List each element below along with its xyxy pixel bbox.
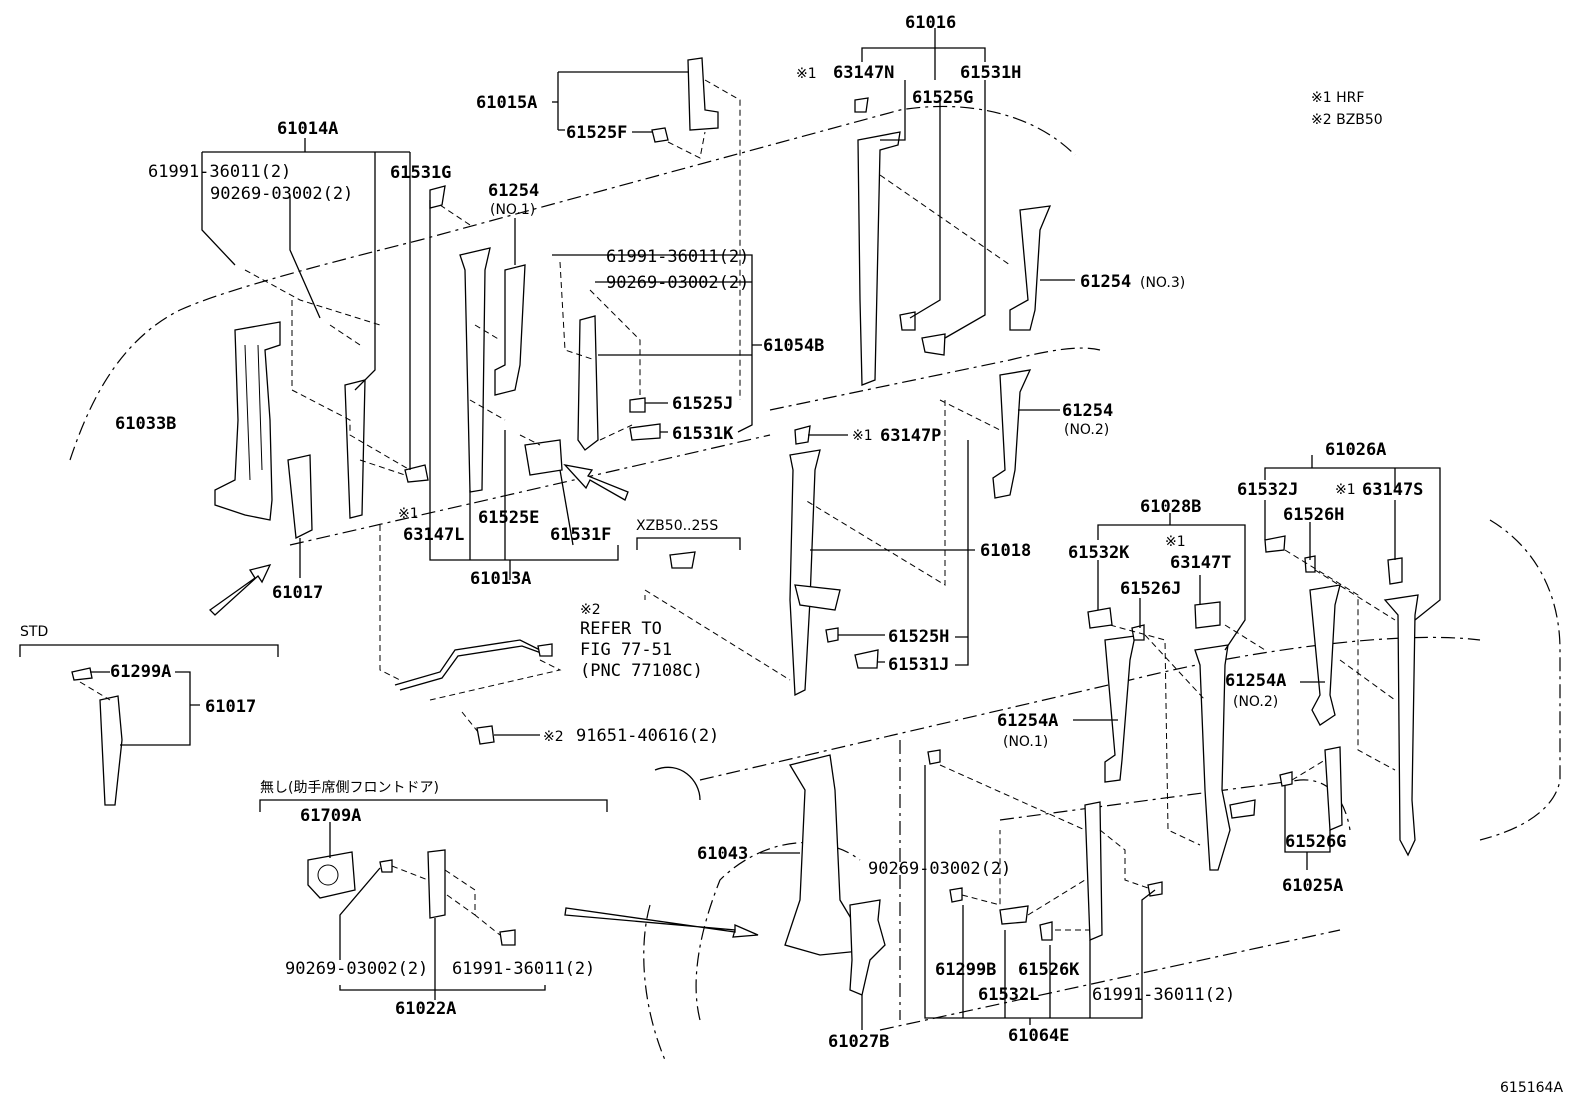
label-61026a: 61026A	[1325, 440, 1386, 460]
label-61025a: 61025A	[1282, 876, 1343, 896]
label-61531g: 61531G	[390, 163, 451, 183]
part-shapes	[71, 57, 1419, 996]
label-61022a: 61022A	[395, 999, 456, 1019]
label-90269-b: 90269-03002(2)	[606, 273, 749, 293]
label-61526k: 61526K	[1018, 960, 1080, 980]
label-63147s-mark: ※1	[1335, 482, 1356, 498]
label-61525f: 61525F	[566, 123, 627, 143]
label-90269-d: 90269-03002(2)	[285, 959, 428, 979]
label-refer-3: (PNC 77108C)	[580, 661, 703, 681]
label-61531f: 61531F	[550, 525, 611, 545]
label-63147t-mark: ※1	[1165, 534, 1186, 550]
label-63147l: 63147L	[403, 525, 464, 545]
label-61991-e: 61991-36011(2)	[1092, 985, 1235, 1005]
label-61525e: 61525E	[478, 508, 539, 528]
group-xzb: XZB50..25S	[636, 518, 718, 534]
label-61709a: 61709A	[300, 806, 361, 826]
label-61991-a: 61991-36011(2)	[148, 162, 291, 182]
label-90269-a: 90269-03002(2)	[210, 184, 353, 204]
label-61254a-no1: 61254A	[997, 711, 1058, 731]
label-61028b: 61028B	[1140, 497, 1201, 517]
label-61531k: 61531K	[672, 424, 734, 444]
label-61018: 61018	[980, 541, 1031, 561]
label-61526j: 61526J	[1120, 579, 1181, 599]
label-61531h: 61531H	[960, 63, 1021, 83]
label-refer-mark: ※2	[580, 602, 601, 618]
label-63147p: 63147P	[880, 426, 941, 446]
label-63147t: 63147T	[1170, 553, 1231, 573]
label-61254a-no1-sub: (NO.1)	[1003, 734, 1048, 750]
label-61526g: 61526G	[1285, 832, 1346, 852]
leader-lines	[19, 28, 1441, 1030]
label-61254a-no2-sub: (NO.2)	[1233, 694, 1278, 710]
label-63147s: 63147S	[1362, 480, 1423, 500]
label-61015a: 61015A	[476, 93, 537, 113]
label-61254-no2: 61254	[1062, 401, 1113, 421]
label-61043: 61043	[697, 844, 748, 864]
label-91651-mark: ※2	[543, 729, 564, 745]
label-61027b: 61027B	[828, 1032, 889, 1052]
label-61525g: 61525G	[912, 88, 973, 108]
label-61532j: 61532J	[1237, 480, 1298, 500]
group-std: STD	[20, 624, 48, 640]
label-61991-b: 61991-36011(2)	[606, 247, 749, 267]
label-refer-1: REFER TO	[580, 619, 662, 639]
label-61525j: 61525J	[672, 394, 733, 414]
figure-id: 615164A	[1500, 1080, 1563, 1096]
label-61532l: 61532L	[978, 985, 1039, 1005]
label-61526h: 61526H	[1283, 505, 1344, 525]
label-61033b: 61033B	[115, 414, 176, 434]
label-refer-2: FIG 77-51	[580, 640, 672, 660]
label-61254-no2-sub: (NO.2)	[1064, 422, 1109, 438]
label-61254-no1: 61254	[488, 181, 539, 201]
legend-note-2: ※2 BZB50	[1311, 112, 1383, 128]
label-61254-no3: 61254	[1080, 272, 1131, 292]
label-91651: 91651-40616(2)	[576, 726, 719, 746]
group-nashi: 無し(助手席側フロントドア)	[260, 780, 439, 796]
label-61054b: 61054B	[763, 336, 824, 356]
direction-arrows	[208, 464, 759, 938]
label-61013a: 61013A	[470, 569, 531, 589]
label-61017: 61017	[272, 583, 323, 603]
label-61532k: 61532K	[1068, 543, 1130, 563]
label-61064e: 61064E	[1008, 1026, 1069, 1046]
label-63147n: 63147N	[833, 63, 894, 83]
label-61254-no1-sub: (NO.1)	[490, 202, 535, 218]
label-61299b: 61299B	[935, 960, 996, 980]
label-61014a: 61014A	[277, 119, 338, 139]
label-61299a: 61299A	[110, 662, 171, 682]
legend-note-1: ※1 HRF	[1311, 90, 1364, 106]
label-61017-std: 61017	[205, 697, 256, 717]
label-61525h: 61525H	[888, 627, 949, 647]
label-61016: 61016	[905, 13, 956, 33]
label-61254-no3-sub: (NO.3)	[1140, 275, 1185, 291]
label-61991-d: 61991-36011(2)	[452, 959, 595, 979]
label-63147p-mark: ※1	[852, 428, 873, 444]
label-61531j: 61531J	[888, 655, 949, 675]
label-61254a-no2: 61254A	[1225, 671, 1286, 691]
label-90269-c: 90269-03002(2)	[868, 859, 1011, 879]
label-63147l-mark: ※1	[398, 506, 419, 522]
callout-labels: ※1 HRF ※2 BZB50 615164A STD 無し(助手席側フロントド…	[20, 13, 1563, 1096]
label-63147n-mark: ※1	[796, 66, 817, 82]
